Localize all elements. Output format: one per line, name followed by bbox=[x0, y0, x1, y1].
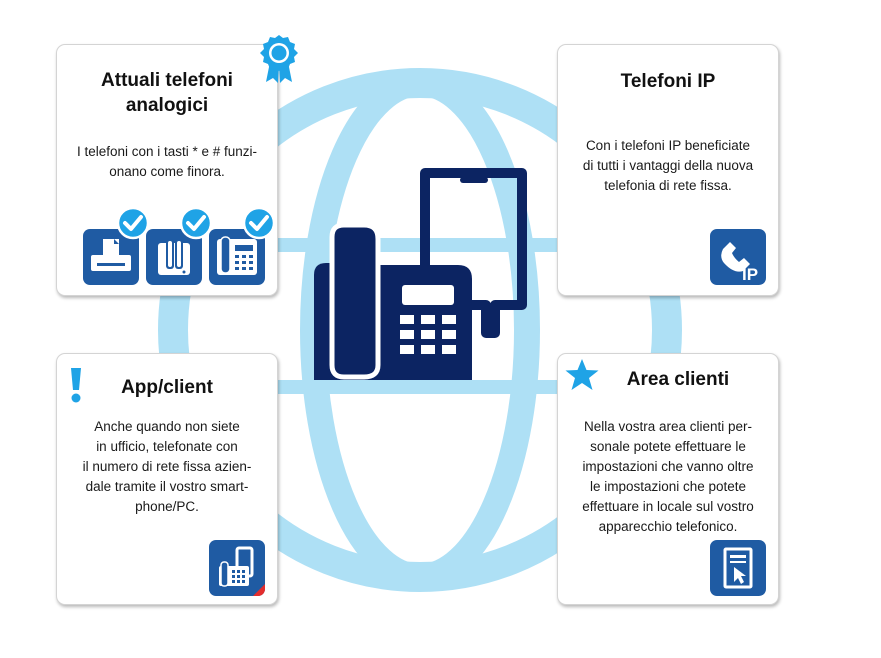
card-app-text: Anche quando non siete in ufficio, telef… bbox=[82, 419, 252, 514]
card-ip-text: Con i telefoni IP beneficiate di tutti i… bbox=[582, 138, 754, 193]
card-analog-title: Attuali telefoni analogici bbox=[101, 70, 233, 116]
card-customer-area: Area clienti Nella vostra area clienti p… bbox=[557, 353, 779, 605]
card-area-title: Area clienti bbox=[626, 369, 730, 390]
check-mark-icon bbox=[242, 206, 276, 240]
card-app-client: App/client Anche quando non siete in uff… bbox=[56, 353, 278, 605]
fax-machine-icon bbox=[83, 229, 139, 285]
check-mark-icon bbox=[116, 206, 150, 240]
card-analog-text: I telefoni con i tasti * e # funzi- onan… bbox=[76, 144, 258, 179]
card-analog-phones: Attuali telefoni analogici I telefoni co… bbox=[56, 44, 278, 296]
document-cursor-icon bbox=[710, 540, 766, 596]
card-ip-phones: Telefoni IP Con i telefoni IP beneficiat… bbox=[557, 44, 779, 296]
card-app-title: App/client bbox=[121, 377, 213, 398]
card-ip-title: Telefoni IP bbox=[620, 71, 716, 92]
check-mark-icon bbox=[179, 206, 213, 240]
star-icon bbox=[565, 359, 599, 390]
desk-phone-with-smartphone-icon bbox=[314, 168, 527, 380]
desk-phone-icon bbox=[209, 229, 265, 285]
ip-icon-label: IP bbox=[742, 265, 758, 284]
award-ribbon-icon bbox=[260, 35, 298, 83]
exclamation-icon bbox=[71, 368, 81, 403]
phone-and-smartphone-icon bbox=[209, 540, 265, 596]
ip-phone-icon: IP bbox=[710, 229, 766, 285]
globe-equator-band-lower bbox=[175, 380, 670, 394]
card-area-text: Nella vostra area clienti per- sonale po… bbox=[582, 419, 754, 534]
globe-meridian bbox=[300, 70, 540, 590]
